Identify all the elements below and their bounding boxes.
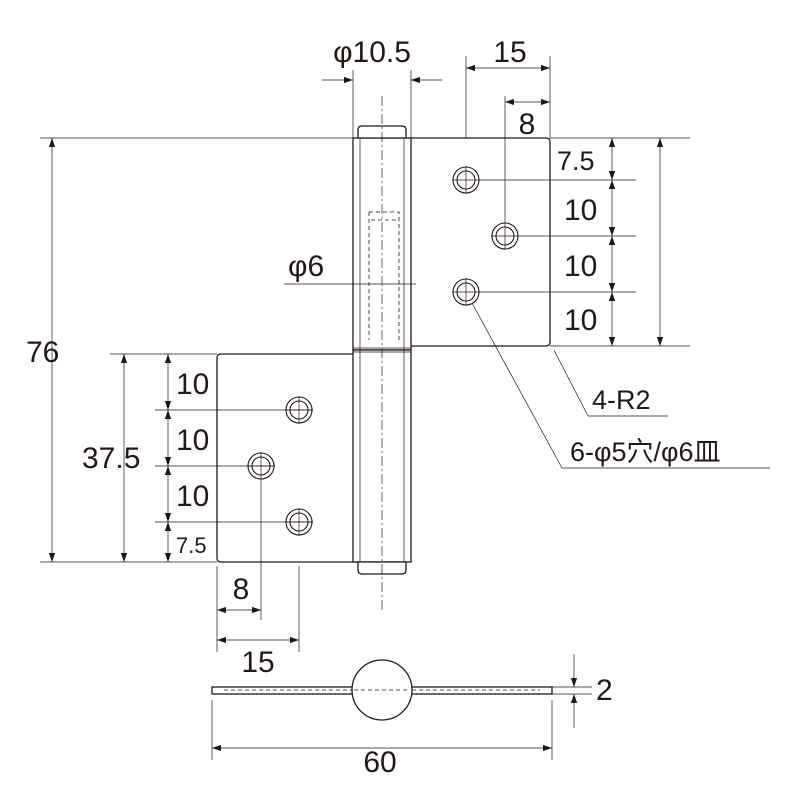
dim-top-width: 15 (465, 36, 551, 138)
top-hole-3 (452, 278, 480, 306)
top-leaf (409, 137, 551, 347)
top-v2-label: 10 (564, 194, 597, 227)
dim-pin-hole: φ6 (284, 250, 416, 285)
bottom-width-label: 15 (241, 646, 274, 679)
top-hole-1 (452, 166, 480, 194)
top-v3-label: 10 (564, 250, 597, 283)
bottom-v2-label: 10 (176, 424, 209, 457)
hinge-knuckle (352, 96, 412, 610)
dim-pin-diameter: φ10.5 (322, 36, 442, 138)
top-width-label: 15 (493, 36, 526, 69)
dim-top-vertical-stack: 7.5 10 10 10 (480, 137, 690, 347)
dim-total-width: 60 (211, 700, 553, 779)
dim-bottom-vertical-stack: 10 10 10 7.5 37.5 (82, 353, 313, 562)
side-view (211, 659, 553, 721)
dim-thickness: 2 (552, 654, 613, 728)
bottom-v1-label: 10 (176, 368, 209, 401)
dim-top-offset: 8 (504, 96, 550, 222)
corner-radius-label: 4-R2 (592, 385, 651, 415)
top-v4-label: 10 (564, 304, 597, 337)
thickness-label: 2 (596, 674, 613, 707)
top-hole-2 (491, 222, 519, 250)
bottom-v4-label: 7.5 (176, 533, 207, 558)
pin-diameter-label: φ10.5 (333, 36, 411, 69)
leader-corner-radius: 4-R2 (553, 349, 668, 417)
bottom-height-label: 37.5 (82, 442, 140, 475)
dim-total-height: 76 (26, 137, 353, 563)
top-offset-label: 8 (519, 108, 536, 141)
holes-spec-label: 6-φ5穴/φ6皿 (570, 437, 721, 467)
bottom-offset-label: 8 (233, 573, 250, 606)
leader-holes: 6-φ5穴/φ6皿 (471, 302, 770, 469)
pin-hole-label: φ6 (288, 250, 324, 283)
bottom-v3-label: 10 (176, 480, 209, 513)
total-height-label: 76 (26, 336, 59, 369)
total-width-label: 60 (363, 746, 396, 779)
bottom-leaf (216, 353, 358, 563)
dim-bottom-horizontal: 8 15 (216, 480, 300, 679)
top-v1-label: 7.5 (557, 146, 595, 176)
